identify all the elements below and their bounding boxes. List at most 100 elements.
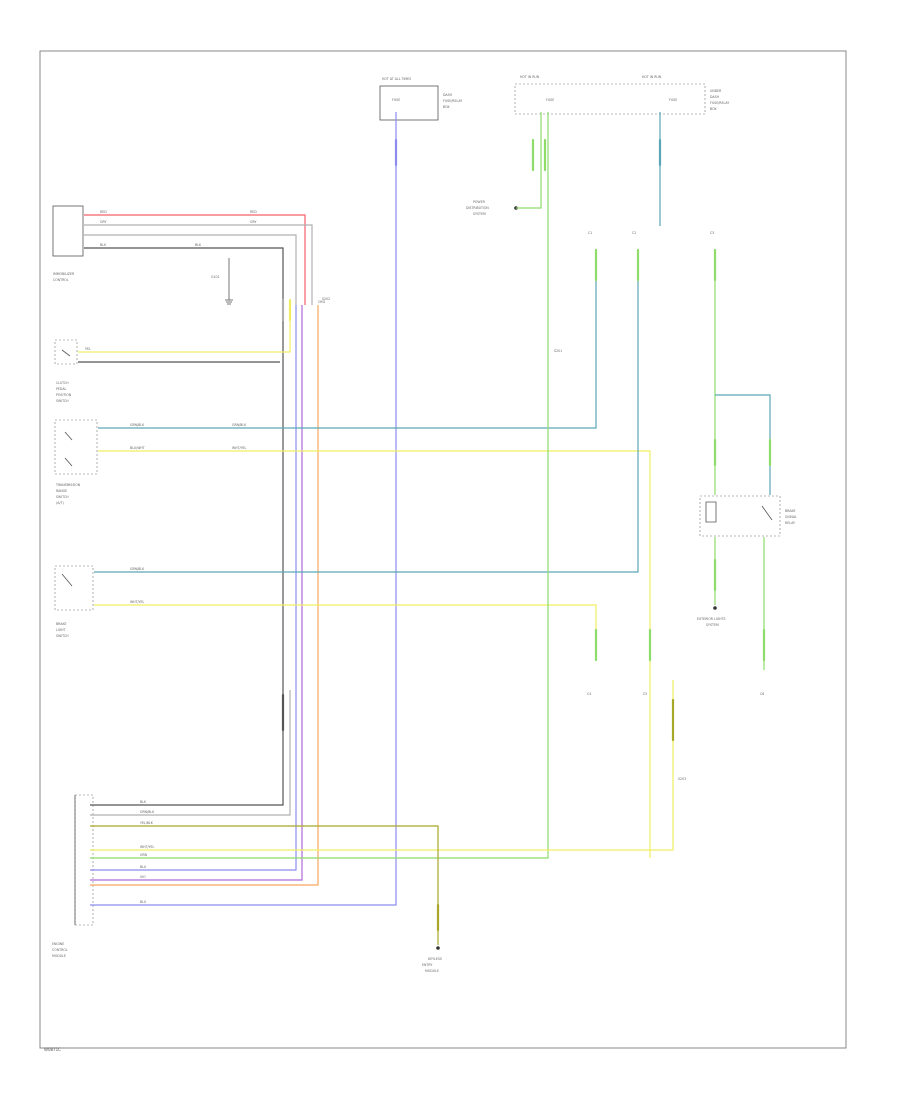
- wire-gray: [84, 224, 313, 305]
- svg-text:C5: C5: [643, 692, 647, 696]
- svg-text:KEYLESS: KEYLESS: [428, 957, 442, 961]
- svg-text:UNDER: UNDER: [710, 89, 722, 93]
- wire-yellow-trans: [98, 450, 651, 858]
- svg-text:FUSE: FUSE: [669, 98, 677, 102]
- wire-teal-trans: [98, 260, 597, 429]
- svg-text:BLK: BLK: [140, 800, 147, 804]
- wire-teal-brake: [94, 260, 639, 573]
- svg-text:POSITION: POSITION: [56, 393, 72, 397]
- svg-text:HOT AT ALL TIMES: HOT AT ALL TIMES: [382, 77, 411, 81]
- svg-text:GRN/BLK: GRN/BLK: [232, 423, 247, 427]
- wire-blue-2: [90, 112, 397, 906]
- svg-text:FUSE: FUSE: [392, 98, 400, 102]
- svg-text:C2: C2: [632, 231, 636, 235]
- svg-text:GRN: GRN: [140, 853, 148, 857]
- svg-text:G101: G101: [211, 275, 220, 279]
- svg-text:FUSE/RELAY: FUSE/RELAY: [443, 99, 462, 103]
- transmission-range-switch: TRANSMISSION RANGE SWITCH (A/T): [54, 419, 98, 505]
- wire-green-fuse-a: [516, 112, 542, 209]
- wire-teal-relay: [715, 394, 771, 495]
- clutch-pedal-switch: CLUTCH PEDAL POSITION SWITCH: [54, 339, 78, 403]
- svg-text:S203: S203: [678, 777, 686, 781]
- wire-violet: [90, 305, 303, 881]
- svg-text:ENGINE: ENGINE: [52, 942, 64, 946]
- svg-text:DISTRIBUTION: DISTRIBUTION: [466, 206, 489, 210]
- svg-text:MODULE: MODULE: [425, 969, 439, 973]
- hot-run-fuse-box: HOT IN RUN HOT IN RUN FUSE FUSE UNDER DA…: [514, 75, 729, 115]
- wire-red: [84, 214, 306, 305]
- ground-symbol: G101: [211, 258, 233, 305]
- wire-gray-2: [84, 234, 297, 305]
- svg-text:HOT IN RUN: HOT IN RUN: [642, 75, 662, 79]
- svg-text:SWITCH: SWITCH: [56, 495, 69, 499]
- svg-text:GRN/BLK: GRN/BLK: [130, 423, 145, 427]
- brake-signal-relay: BRAKE SIGNAL RELAY: [699, 495, 797, 537]
- brake-light-switch: BRAKE LIGHT SWITCH: [54, 565, 94, 638]
- svg-text:HOT IN RUN: HOT IN RUN: [520, 75, 540, 79]
- svg-text:CONTROL: CONTROL: [52, 948, 68, 952]
- svg-text:S201: S201: [554, 349, 562, 353]
- svg-text:LIGHT: LIGHT: [56, 628, 66, 632]
- exterior-lights-label: EXTERIOR LIGHTS SYSTEM: [697, 606, 726, 627]
- svg-text:C4: C4: [587, 692, 591, 696]
- svg-text:RED: RED: [100, 210, 107, 214]
- svg-text:WHT/YEL: WHT/YEL: [232, 446, 247, 450]
- svg-text:SYSTEM: SYSTEM: [706, 623, 719, 627]
- svg-text:YEL/BLK: YEL/BLK: [140, 821, 154, 825]
- svg-text:C6: C6: [760, 692, 764, 696]
- wire-color-labels: RED RED GRY GRY BLK BLK YEL GRN/BLK GRN/…: [85, 210, 326, 904]
- svg-text:BOX: BOX: [443, 105, 450, 109]
- svg-text:EXTERIOR LIGHTS: EXTERIOR LIGHTS: [697, 617, 726, 621]
- svg-text:RED: RED: [250, 210, 257, 214]
- svg-text:SYSTEM: SYSTEM: [473, 212, 486, 216]
- svg-text:C1: C1: [588, 231, 592, 235]
- svg-text:IMMOBILIZER: IMMOBILIZER: [53, 272, 75, 276]
- svg-text:POWER: POWER: [473, 200, 486, 204]
- svg-text:CONTROL: CONTROL: [53, 278, 69, 282]
- svg-text:(A/T): (A/T): [56, 501, 64, 505]
- figure-code: W0871C: [44, 1047, 61, 1052]
- engine-control-module: ENGINE CONTROL MODULE: [52, 794, 94, 958]
- svg-text:PEDAL: PEDAL: [56, 387, 67, 391]
- svg-text:DASH: DASH: [443, 93, 453, 97]
- diagram-frame: [39, 50, 847, 1049]
- wire-green-fuse-a2: [90, 112, 549, 859]
- svg-text:GRN/BLK: GRN/BLK: [130, 567, 145, 571]
- immobilizer-unit: IMMOBILIZER CONTROL: [52, 205, 84, 282]
- svg-text:GRY: GRY: [250, 220, 256, 224]
- svg-text:BLU: BLU: [140, 900, 147, 904]
- wire-black: [84, 247, 284, 806]
- svg-text:ENTRY: ENTRY: [422, 963, 432, 967]
- svg-text:WHT/YEL: WHT/YEL: [140, 845, 155, 849]
- power-distribution-label: POWER DISTRIBUTION SYSTEM: [466, 200, 518, 216]
- svg-text:CLUTCH: CLUTCH: [56, 381, 69, 385]
- svg-text:SWITCH: SWITCH: [56, 399, 69, 403]
- wire-yellow-ecm: [90, 680, 674, 851]
- wire-gray-ecm: [90, 690, 291, 816]
- svg-text:SWITCH: SWITCH: [56, 634, 69, 638]
- svg-text:GRN/BLK: GRN/BLK: [140, 810, 155, 814]
- svg-text:MODULE: MODULE: [52, 954, 66, 958]
- svg-text:GRY: GRY: [100, 220, 106, 224]
- svg-text:TRANSMISSION: TRANSMISSION: [55, 483, 81, 487]
- svg-text:RELAY: RELAY: [785, 521, 795, 525]
- keyless-entry-module: KEYLESS ENTRY MODULE: [422, 946, 442, 973]
- wire-orange: [90, 305, 319, 886]
- svg-text:BRAKE: BRAKE: [56, 622, 67, 626]
- svg-text:BLK: BLK: [195, 243, 202, 247]
- connector-refs: C1 C2 C3 C4 C5 C6 S201 S202 S203: [322, 231, 764, 781]
- svg-text:RANGE: RANGE: [56, 489, 67, 493]
- hot-battery-fuse: HOT AT ALL TIMES FUSE DASH FUSE/RELAY BO…: [379, 77, 462, 121]
- svg-text:BLU: BLU: [140, 865, 147, 869]
- svg-text:WHT/YEL: WHT/YEL: [130, 600, 145, 604]
- wire-blue: [90, 305, 297, 871]
- svg-text:S202: S202: [322, 297, 330, 301]
- wire-yellow-clutch: [78, 310, 291, 353]
- svg-text:BRAKE: BRAKE: [785, 509, 796, 513]
- svg-text:BLK: BLK: [100, 243, 107, 247]
- svg-text:BOX: BOX: [710, 107, 717, 111]
- svg-text:FUSE/RELAY: FUSE/RELAY: [710, 101, 729, 105]
- svg-text:DASH: DASH: [710, 95, 720, 99]
- wires: [78, 112, 771, 945]
